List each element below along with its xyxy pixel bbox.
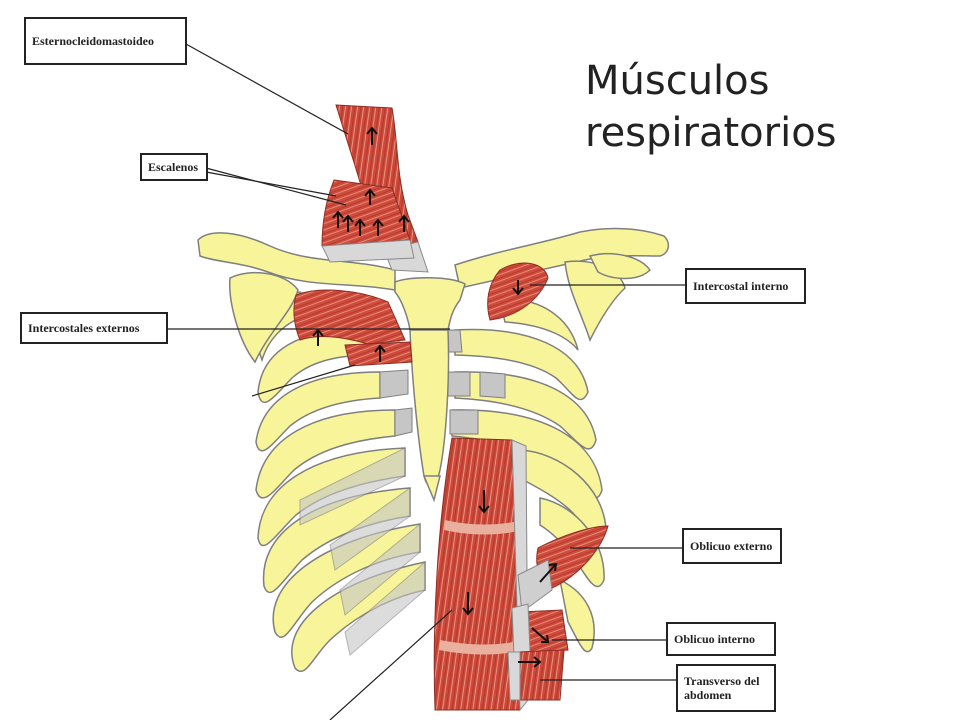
label-intercostal-interno: Intercostal interno — [685, 268, 806, 304]
arrow-up-scalene-2 — [332, 210, 344, 228]
leader-lines — [168, 43, 686, 721]
arrow-down-intercostal-int — [512, 280, 524, 296]
arrow-right-transverse — [518, 656, 542, 668]
external-intercostal-muscles — [293, 289, 413, 367]
arrow-down-rectus-2 — [462, 592, 474, 616]
rib-right-2 — [454, 328, 589, 401]
arrow-up-scalene-4 — [354, 218, 366, 236]
xiphoid — [422, 475, 441, 503]
arrow-up-intercostal-ext-1 — [312, 328, 324, 346]
rib-right-1 — [499, 298, 579, 351]
label-escalenos: Escalenos — [140, 153, 208, 181]
label-transverso-del-abdomen: Transverso del abdomen — [676, 664, 776, 712]
arrow-up-scm — [366, 126, 378, 145]
arrow-up-scalene-1 — [364, 188, 376, 205]
slide-title: Músculos respiratorios — [585, 58, 837, 156]
sternum-body — [409, 329, 450, 487]
arrow-up-scalene-3 — [342, 214, 354, 232]
label-oblicuo-externo: Oblicuo externo — [682, 528, 782, 564]
manubrium — [394, 276, 466, 331]
arrow-diag-int-oblique — [531, 627, 550, 643]
label-oblicuo-interno: Oblicuo interno — [666, 622, 776, 656]
sternum — [394, 276, 466, 503]
scalene-muscles — [321, 179, 415, 263]
rib-left-4 — [255, 409, 396, 499]
scapula-left — [229, 271, 299, 364]
action-arrows — [312, 126, 558, 668]
internal-oblique-muscle — [511, 603, 569, 657]
arrow-up-scalene-5 — [372, 218, 384, 236]
arrow-diag-ext-oblique — [539, 562, 558, 583]
arrow-up-scalene-6 — [398, 214, 410, 232]
external-oblique-muscle — [517, 525, 609, 613]
clavicle-right — [454, 227, 670, 289]
acromion-right — [588, 252, 651, 280]
rib-left-3 — [255, 371, 381, 452]
label-intercostales-externos: Intercostales externos — [20, 312, 168, 344]
rib-right-7 — [558, 578, 595, 653]
arrow-up-intercostal-ext-2 — [374, 344, 386, 362]
cartilage-right — [445, 329, 506, 435]
label-esternocleidomastoideo: Esternocleidomastoideo — [24, 17, 187, 65]
arrow-down-rectus-1 — [478, 490, 490, 514]
